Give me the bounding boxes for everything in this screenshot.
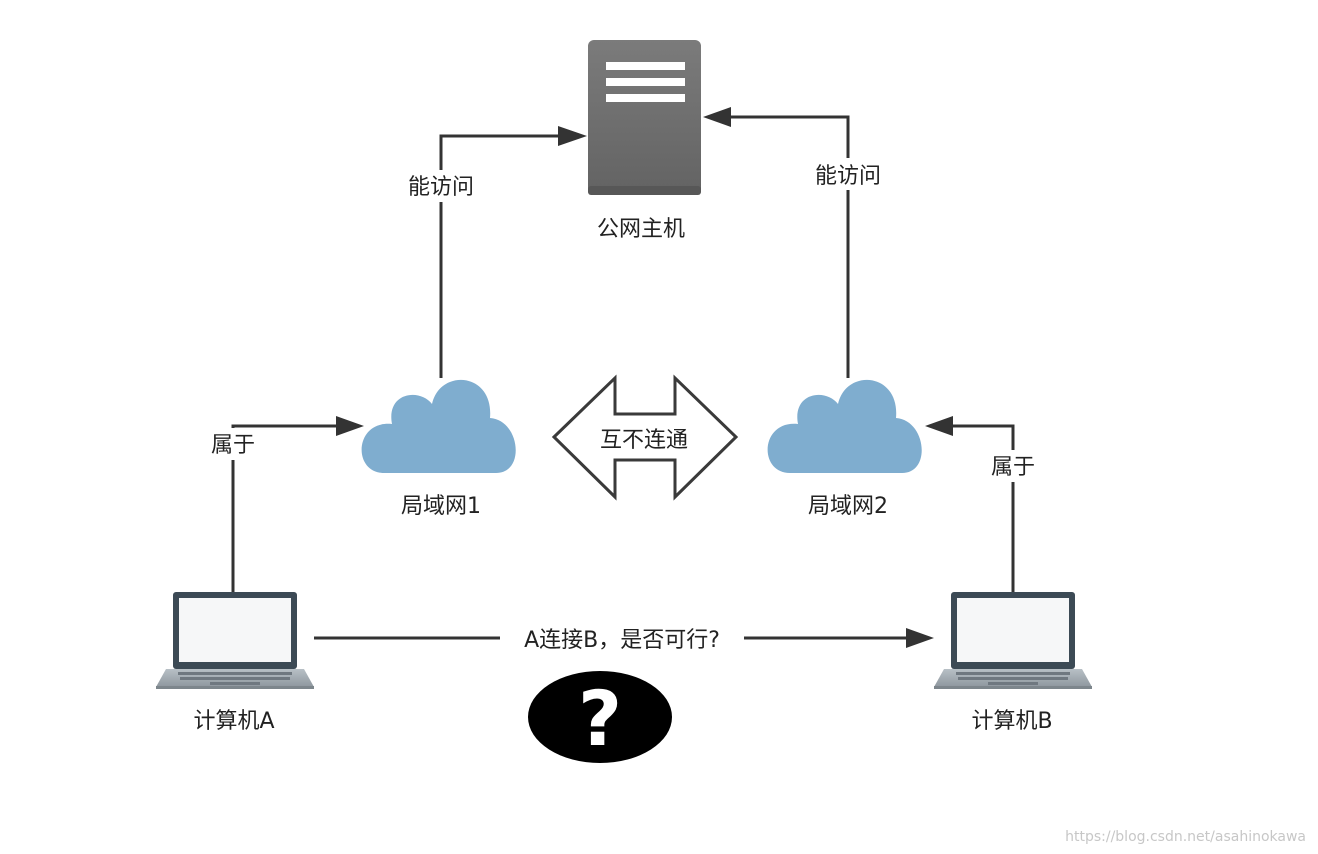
edge-label-lan1-to-host: 能访问 <box>408 175 474 200</box>
node-label-lan2: 局域网2 <box>808 494 888 519</box>
question-icon: ? <box>528 671 672 763</box>
edge-label-lan1-lan2: 互不连通 <box>600 428 688 453</box>
edge-label-b-to-lan2: 属于 <box>991 455 1035 480</box>
node-label-public-host: 公网主机 <box>597 217 685 242</box>
edge-a-to-b <box>314 628 934 648</box>
watermark: https://blog.csdn.net/asahinokawa <box>1065 829 1306 845</box>
edge-lan2-to-host <box>703 107 850 378</box>
node-label-computer-b: 计算机B <box>971 709 1052 734</box>
edge-lan1-to-host <box>439 126 587 378</box>
server-icon <box>588 40 701 195</box>
laptop-icon-b <box>934 592 1092 689</box>
edge-label-a-to-lan1: 属于 <box>211 433 255 458</box>
edge-label-a-to-b: A连接B，是否可行? <box>524 628 720 653</box>
edge-a-to-lan1 <box>231 416 364 592</box>
laptop-icon-a <box>156 592 314 689</box>
question-mark-glyph: ? <box>578 674 622 763</box>
cloud-icon-lan2 <box>767 379 922 473</box>
double-arrow-icon <box>551 374 739 501</box>
edge-label-lan2-to-host: 能访问 <box>815 164 881 189</box>
cloud-icon-lan1 <box>361 379 516 473</box>
node-label-computer-a: 计算机A <box>193 709 274 734</box>
node-label-lan1: 局域网1 <box>401 494 481 519</box>
edge-b-to-lan2 <box>925 416 1015 592</box>
